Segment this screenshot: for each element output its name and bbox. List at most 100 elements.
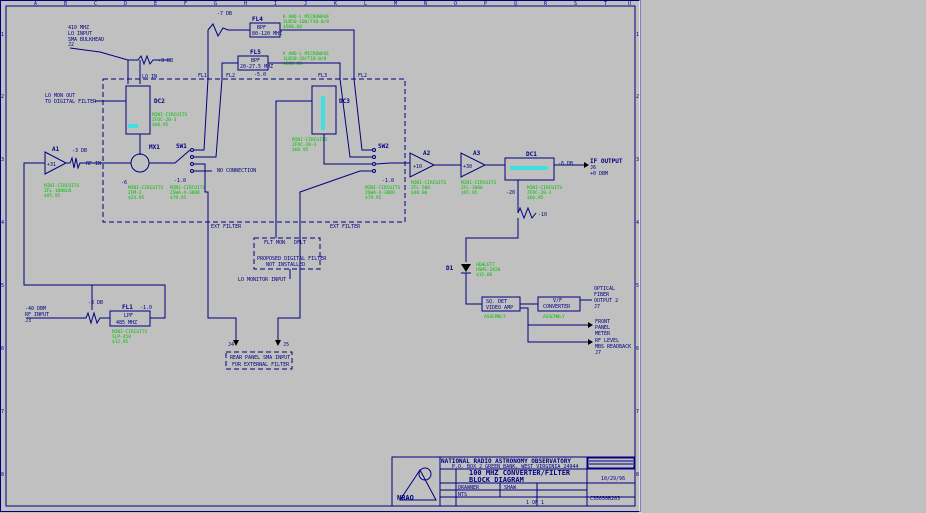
fl2-atten: -7 DB	[217, 11, 232, 17]
grid-row-1: 1	[1, 32, 4, 38]
title-block: NATIONAL RADIO ASTRONOMY OBSERVATORY P.O…	[391, 456, 636, 507]
sw2-level: -1.0	[382, 178, 394, 184]
grid-row-2-right: 2	[636, 94, 639, 100]
grid-row-3: 3	[1, 157, 4, 163]
fl5-label: FL5	[250, 49, 261, 56]
org-name: NATIONAL RADIO ASTRONOMY OBSERVATORY	[441, 458, 571, 465]
ext-filter-right: EXT FILTER	[330, 224, 361, 230]
front-line2: PANEL	[595, 325, 610, 331]
a3-id: ZFL-1000	[461, 185, 483, 191]
lo-input-line1: 410 MHZ	[68, 25, 89, 31]
a2-ref: A2	[423, 150, 431, 157]
flt-mon-label: FLT MON	[264, 240, 285, 246]
optical-line1: OPTICAL	[594, 286, 615, 292]
grid-row-5: 5	[1, 283, 4, 289]
a1-part: MINI-CIRCUITS	[44, 183, 80, 189]
fl4-label: FL4	[252, 16, 263, 23]
dc1-coupler: DC1 -6 DB -20 MINI-CIRCUITS ZFDC-20-3 $6…	[465, 151, 589, 262]
grid-row-4-right: 4	[636, 220, 639, 226]
a3-gain: +30	[463, 164, 472, 170]
grid-col-l: L	[364, 1, 367, 7]
mx1-id: ZFM-2	[128, 190, 142, 196]
fl1-type: LPF	[124, 313, 133, 319]
ext-filter-left: EXT FILTER	[211, 224, 242, 230]
grid-rows: 1 2 3 4 5 6 7 8 1 2 3 4 5 6 7 8	[1, 32, 639, 478]
grid-row-7-right: 7	[636, 409, 639, 415]
scale: NTS	[458, 492, 467, 498]
a2-id: ZFL-500	[411, 185, 430, 191]
a1-amp: A1 +31 MINI-CIRCUITS ZFL-1000LN $95.95 -…	[23, 146, 131, 286]
rear-panel-box: REAR PANEL SMA INPUT FOR EXTERNAL FILTER	[225, 351, 293, 370]
title-line1: 100 MHZ CONVERTER/FILTER	[469, 469, 571, 477]
rf-input: -40 DBM RF INPUT J3 -3 DB	[25, 285, 110, 325]
if-output-level: +0 DBM	[590, 171, 608, 177]
fl1-lpf: FL1 -1.0 LPF 485 MHZ MINI-CIRCUITS SLP-4…	[92, 284, 166, 345]
dc1-ref: DC1	[526, 151, 537, 158]
rf-level-line1: RF LEVEL	[595, 338, 619, 344]
lo-mon-out-line1: LO MON OUT	[45, 93, 75, 99]
rf-level-line3: J7	[595, 350, 601, 356]
fl2-id: 3LB50-100/T40-0/0	[283, 19, 329, 25]
grid-col-r: R	[544, 1, 548, 7]
rf-atten-level: -3 DB	[88, 300, 103, 306]
dflt-label: DFLT	[294, 240, 306, 246]
sheet: 1 OF 1	[526, 500, 544, 506]
rear-panel-line2: FOR EXTERNAL FILTER	[232, 362, 290, 368]
if-output: IF OUTPUT J6 +0 DBM	[590, 158, 623, 177]
optical-line3: OUTPUT 2	[594, 298, 618, 304]
svg-text:FL3: FL3	[318, 73, 327, 79]
sq-det-line1: SQ. DET	[486, 299, 507, 305]
a2-gain: +10	[413, 164, 422, 170]
fl3-id: 3LB50-20/T10-0/0	[283, 56, 327, 62]
a1-cost: $95.95	[44, 193, 61, 199]
fl2-filter: -7 DB FL4 BPF 80-120 MHZ K AND L MICROWA…	[194, 11, 372, 151]
d1-detector: D1 HEWLETT HSMS-2820 $15.00	[446, 262, 501, 305]
fl3-part: K AND L MICROWAVE	[283, 51, 329, 57]
proposed-line2: NOT INSTALLED	[266, 262, 305, 268]
a1-ref: A1	[52, 146, 60, 153]
sw1-cost: $79.95	[170, 195, 187, 201]
inner-frame	[5, 5, 636, 507]
lo-monitor-input: LO MONITOR INPUT	[238, 277, 286, 283]
fl2-part: K AND L MICROWAVE	[283, 14, 329, 20]
front-panel-meter: FRONT PANEL METER	[520, 307, 611, 337]
a2-part: MINI-CIRCUITS	[411, 180, 447, 186]
lo-in-label: LO IN	[142, 74, 157, 80]
lo-mon-out: LO MON OUT TO DIGITAL FILTER	[45, 93, 126, 105]
grid-columns: A B C D E F G H I J K L M N O P Q R S T …	[34, 1, 631, 7]
dc2-coupler: DC2 MINI-CIRCUITS ZFDC-20-3 $60.95	[125, 85, 188, 155]
a3-cost: $95.95	[461, 190, 478, 196]
fl1-level: -1.0	[140, 305, 152, 311]
rf-level-line2: MBS READBACK	[595, 344, 631, 350]
grid-row-6: 6	[1, 346, 4, 352]
optical-line4: J7	[594, 304, 600, 310]
grid-col-d: D	[124, 1, 127, 7]
sw2-part: MINI-CIRCUITS	[365, 185, 401, 191]
dc2-part: MINI-CIRCUITS	[152, 112, 188, 118]
dc2-ref: DC2	[154, 98, 165, 105]
vf-line1: V/F	[553, 298, 562, 304]
rf-input-level: -40 DBM	[25, 306, 46, 312]
lo-mon-out-line2: TO DIGITAL FILTER	[45, 99, 97, 105]
grid-col-t: T	[604, 1, 607, 7]
fl3-filter: FL5 BPF 20-27.5 MHZ -5.0 K AND L MICROWA…	[194, 49, 372, 158]
dc1-cost: $60.95	[527, 195, 544, 201]
front-line3: METER	[595, 331, 611, 337]
a2-amp: A2 +10 MINI-CIRCUITS ZFL-500 $48.00	[409, 150, 461, 196]
ext-filter: EXT FILTER EXT FILTER J4 J5	[194, 163, 372, 348]
fl2-band: 80-120 MHZ	[252, 31, 282, 37]
grid-row-8-right: 8	[636, 472, 639, 478]
sw1-part: MINI-CIRCUITS	[170, 185, 206, 191]
dc1-id: ZFDC-20-3	[527, 190, 552, 196]
vf-converter-block: V/F CONVERTER ASSEMBLY	[537, 296, 592, 320]
fl1-node-label: FL1	[198, 73, 207, 79]
j4-label: J4	[228, 342, 234, 348]
fl2-node-label: FL2	[226, 73, 235, 79]
fl3-level: -5.0	[254, 72, 266, 78]
dc2-id: ZFDC-20-3	[152, 117, 177, 123]
grid-row-1-right: 1	[636, 32, 639, 38]
filter-enclosure	[102, 78, 406, 223]
a3-part: MINI-CIRCUITS	[461, 180, 497, 186]
vf-line2: CONVERTER	[543, 304, 571, 310]
